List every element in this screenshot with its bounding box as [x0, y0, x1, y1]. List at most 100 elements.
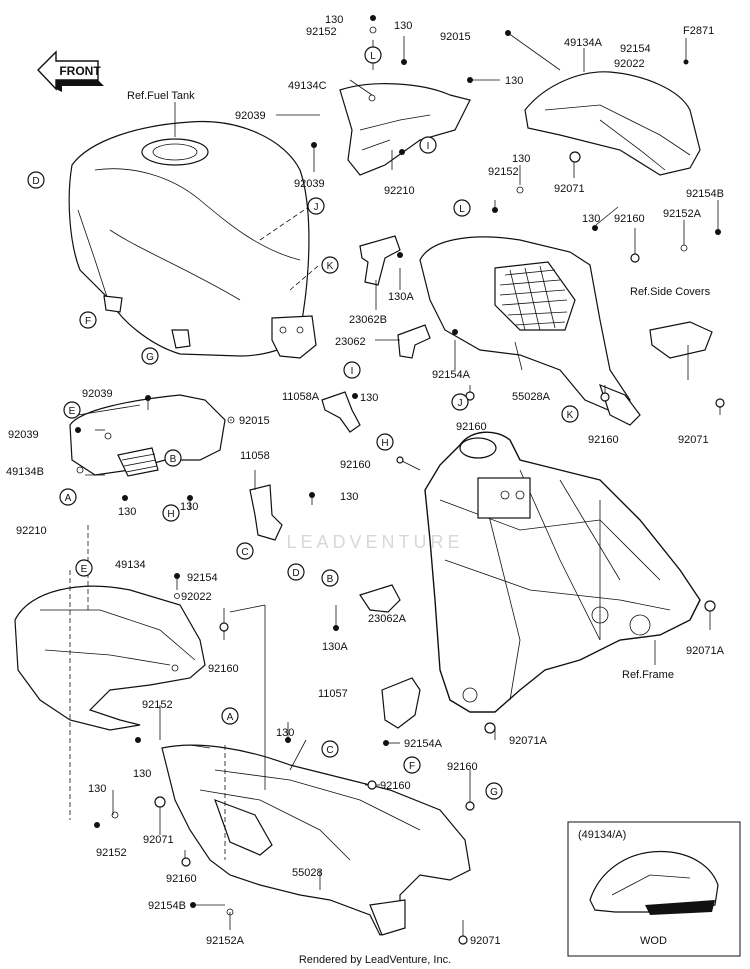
bolt-icon	[135, 737, 141, 743]
svg-text:92039: 92039	[82, 388, 113, 400]
callout-c-left: C	[236, 542, 254, 560]
svg-text:92152: 92152	[96, 847, 127, 859]
bolt-icon	[383, 740, 389, 746]
bolt-icon	[401, 59, 407, 65]
svg-text:92210: 92210	[384, 185, 415, 197]
callout-e-lower: E	[75, 559, 93, 577]
grommet-icon	[630, 253, 640, 263]
callout-h-left: H	[162, 504, 180, 522]
callout-d-upper: D	[27, 171, 45, 189]
callout-h-mid: H	[376, 433, 394, 451]
lower-cowl	[161, 744, 471, 936]
callout-j-upper: J	[307, 197, 325, 215]
bracket-23062	[397, 324, 431, 359]
svg-text:G: G	[490, 787, 498, 798]
callout-g-upper: G	[141, 347, 159, 365]
credit-text: Rendered by LeadVenture, Inc.	[299, 954, 451, 966]
svg-text:92071: 92071	[470, 935, 501, 947]
svg-text:H: H	[167, 509, 174, 520]
svg-text:49134B: 49134B	[6, 466, 44, 478]
callout-a-left: A	[59, 488, 77, 506]
watermark-text: LEADVENTURE	[286, 532, 463, 552]
svg-text:92071A: 92071A	[686, 645, 725, 657]
svg-text:92152A: 92152A	[663, 208, 702, 220]
bolt-icon	[492, 207, 498, 213]
grommet-icon	[484, 722, 496, 734]
ref-fuel-tank-label: Ref.Fuel Tank	[127, 90, 195, 102]
svg-text:92154B: 92154B	[148, 900, 186, 912]
bracket-23062b	[359, 235, 401, 286]
callout-l-mid: L	[453, 199, 471, 217]
svg-text:L: L	[459, 204, 465, 215]
svg-text:C: C	[241, 547, 248, 558]
svg-text:D: D	[32, 176, 39, 187]
svg-text:92160: 92160	[166, 873, 197, 885]
svg-text:92160: 92160	[380, 780, 411, 792]
svg-text:130: 130	[505, 75, 523, 87]
svg-text:L: L	[370, 51, 376, 62]
bolt-icon	[75, 427, 81, 433]
bolt-icon	[370, 15, 376, 21]
shroud-upper-right	[524, 71, 701, 176]
svg-text:H: H	[381, 438, 388, 449]
svg-text:F: F	[85, 316, 91, 327]
svg-text:55028: 55028	[292, 867, 323, 879]
inset-part-label: (49134/A)	[578, 829, 626, 841]
front-arrow-icon: FRONT	[37, 50, 104, 92]
svg-text:92022: 92022	[614, 58, 645, 70]
svg-text:92160: 92160	[340, 459, 371, 471]
bolt-icon	[285, 737, 291, 743]
svg-text:11058A: 11058A	[282, 391, 320, 403]
svg-text:92071: 92071	[554, 183, 585, 195]
svg-text:K: K	[567, 410, 574, 421]
svg-text:92154B: 92154B	[686, 188, 724, 200]
inner-cover-upper	[339, 83, 471, 176]
svg-text:130: 130	[340, 491, 358, 503]
svg-text:92160: 92160	[614, 213, 645, 225]
svg-text:92160: 92160	[588, 434, 619, 446]
ref-side-covers-label: Ref.Side Covers	[630, 286, 711, 298]
bolt-icon	[592, 225, 598, 231]
svg-text:92210: 92210	[16, 525, 47, 537]
svg-text:130: 130	[394, 20, 412, 32]
side-cover-right	[419, 236, 641, 426]
callout-a-lower: A	[221, 707, 239, 725]
svg-text:49134C: 49134C	[288, 80, 327, 92]
callout-f-upper: F	[79, 311, 97, 329]
svg-text:92039: 92039	[8, 429, 39, 441]
bolt-icon	[452, 329, 458, 335]
shroud-left	[14, 585, 206, 731]
svg-text:92071A: 92071A	[509, 735, 548, 747]
washer-icon	[226, 908, 234, 916]
callout-circles: D L I J L K F G I J K E B A H H C D E B …	[27, 46, 579, 800]
svg-text:92022: 92022	[181, 591, 212, 603]
washer-icon	[227, 416, 235, 424]
fuel-tank	[68, 120, 317, 359]
grommet-icon	[181, 857, 191, 867]
callout-l-upper: L	[364, 46, 382, 64]
ref-frame-label: Ref.Frame	[622, 669, 674, 681]
grommet-icon	[704, 600, 716, 612]
front-label: FRONT	[59, 64, 101, 78]
svg-text:130: 130	[118, 506, 136, 518]
svg-text:92015: 92015	[239, 415, 270, 427]
callout-g-lower: G	[485, 782, 503, 800]
svg-text:C: C	[326, 745, 333, 756]
callout-k-upper: K	[321, 256, 339, 274]
grommet-icon	[367, 780, 377, 790]
bracket-11058a	[321, 391, 361, 433]
svg-text:11058: 11058	[240, 450, 270, 462]
svg-text:G: G	[146, 352, 154, 363]
callout-j-mid: J	[451, 393, 469, 411]
svg-text:J: J	[314, 202, 319, 213]
svg-text:23062: 23062	[335, 336, 366, 348]
svg-text:J: J	[458, 398, 463, 409]
svg-text:130: 130	[276, 727, 294, 739]
bolt-icon	[145, 395, 151, 401]
bolt-icon	[397, 252, 403, 258]
bolt-icon	[683, 59, 689, 65]
svg-text:130: 130	[325, 14, 343, 26]
bolt-icons	[75, 15, 721, 908]
callout-i-mid: I	[343, 361, 361, 379]
svg-text:92152: 92152	[142, 699, 173, 711]
